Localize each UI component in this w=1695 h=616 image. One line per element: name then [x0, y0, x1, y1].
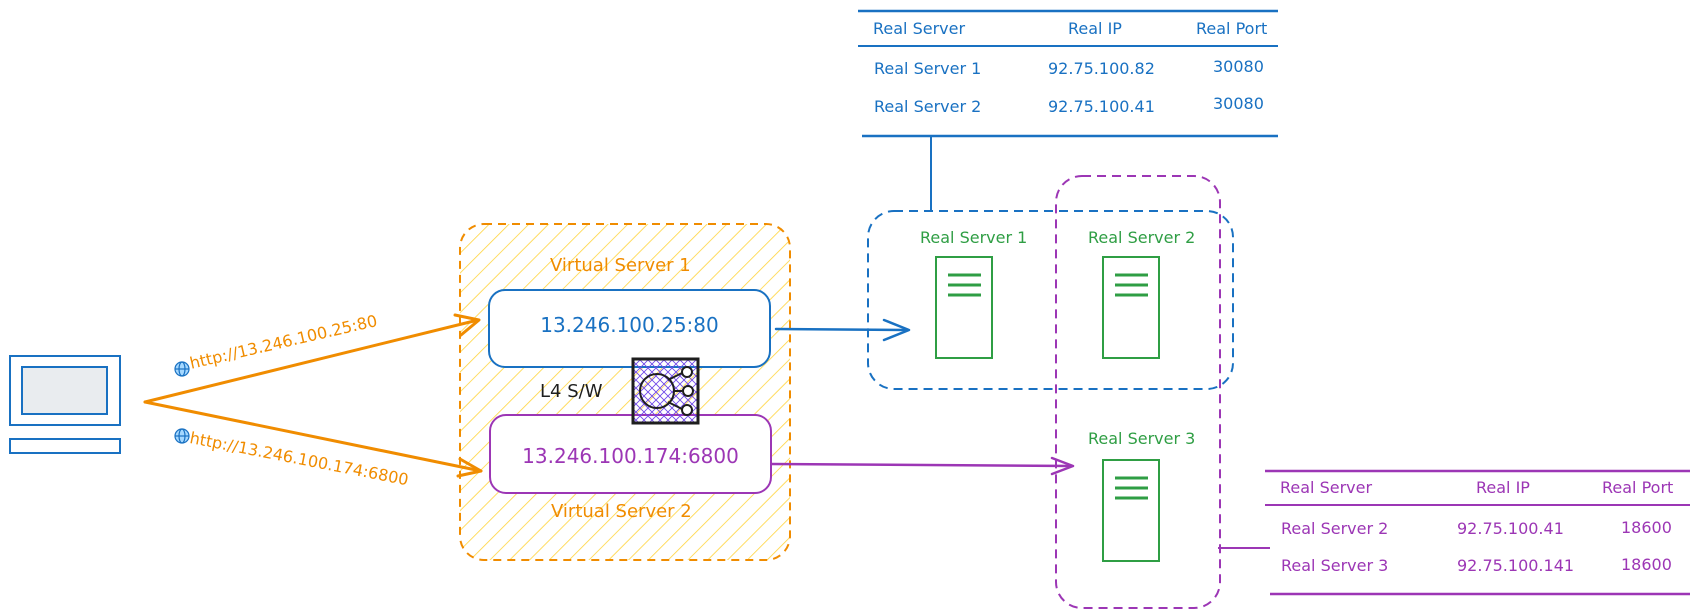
- table-cell: Real Server 2: [1281, 519, 1389, 538]
- virtual-server-2-address: 13.246.100.174:6800: [522, 444, 739, 468]
- desktop-computer-icon[interactable]: [9, 355, 121, 454]
- vs1-to-rs1-arrow: [774, 318, 911, 342]
- table-cell: 92.75.100.41: [1457, 519, 1564, 538]
- table-cell: 30080: [1213, 57, 1264, 76]
- table-cell: Real Server 1: [874, 59, 982, 78]
- server-2-icon[interactable]: [1102, 256, 1160, 359]
- virtual-server-1-title: Virtual Server 1: [550, 255, 691, 276]
- table-header: Real Server: [1280, 478, 1373, 497]
- table2-lines: [1218, 469, 1690, 596]
- client-arrows: [143, 313, 483, 478]
- table-cell: 18600: [1621, 555, 1672, 574]
- globe-icon: [174, 428, 190, 444]
- l4-switch-label: L4 S/W: [540, 381, 603, 402]
- l4-switch-icon[interactable]: [631, 357, 700, 425]
- real-server-2-label: Real Server 2: [1088, 228, 1196, 247]
- table-cell: 30080: [1213, 94, 1264, 113]
- virtual-server-1-address: 13.246.100.25:80: [540, 313, 719, 337]
- table-cell: 92.75.100.41: [1048, 97, 1155, 116]
- table-header: Real Server: [873, 19, 966, 38]
- real-server-group-purple: [1055, 175, 1221, 609]
- real-server-3-label: Real Server 3: [1088, 429, 1196, 448]
- table-cell: 92.75.100.141: [1457, 556, 1575, 575]
- table-cell: 92.75.100.82: [1048, 59, 1155, 78]
- server-1-icon[interactable]: [935, 256, 993, 359]
- table-cell: 18600: [1621, 518, 1672, 537]
- virtual-server-2-box[interactable]: [489, 414, 772, 494]
- table-header: Real Port: [1196, 19, 1268, 38]
- globe-icon: [174, 361, 190, 377]
- real-server-group-blue: [867, 210, 1234, 390]
- table-cell: Real Server 3: [1281, 556, 1389, 575]
- vs2-to-rs3-arrow: [770, 456, 1075, 476]
- table1-lines: [858, 9, 1278, 212]
- real-server-1-label: Real Server 1: [920, 228, 1028, 247]
- table-header: Real IP: [1476, 478, 1530, 497]
- table-header: Real IP: [1068, 19, 1122, 38]
- virtual-server-2-title: Virtual Server 2: [551, 501, 692, 522]
- table-header: Real Port: [1602, 478, 1674, 497]
- table-cell: Real Server 2: [874, 97, 982, 116]
- virtual-server-1-box[interactable]: [488, 289, 771, 368]
- server-3-icon[interactable]: [1102, 459, 1160, 562]
